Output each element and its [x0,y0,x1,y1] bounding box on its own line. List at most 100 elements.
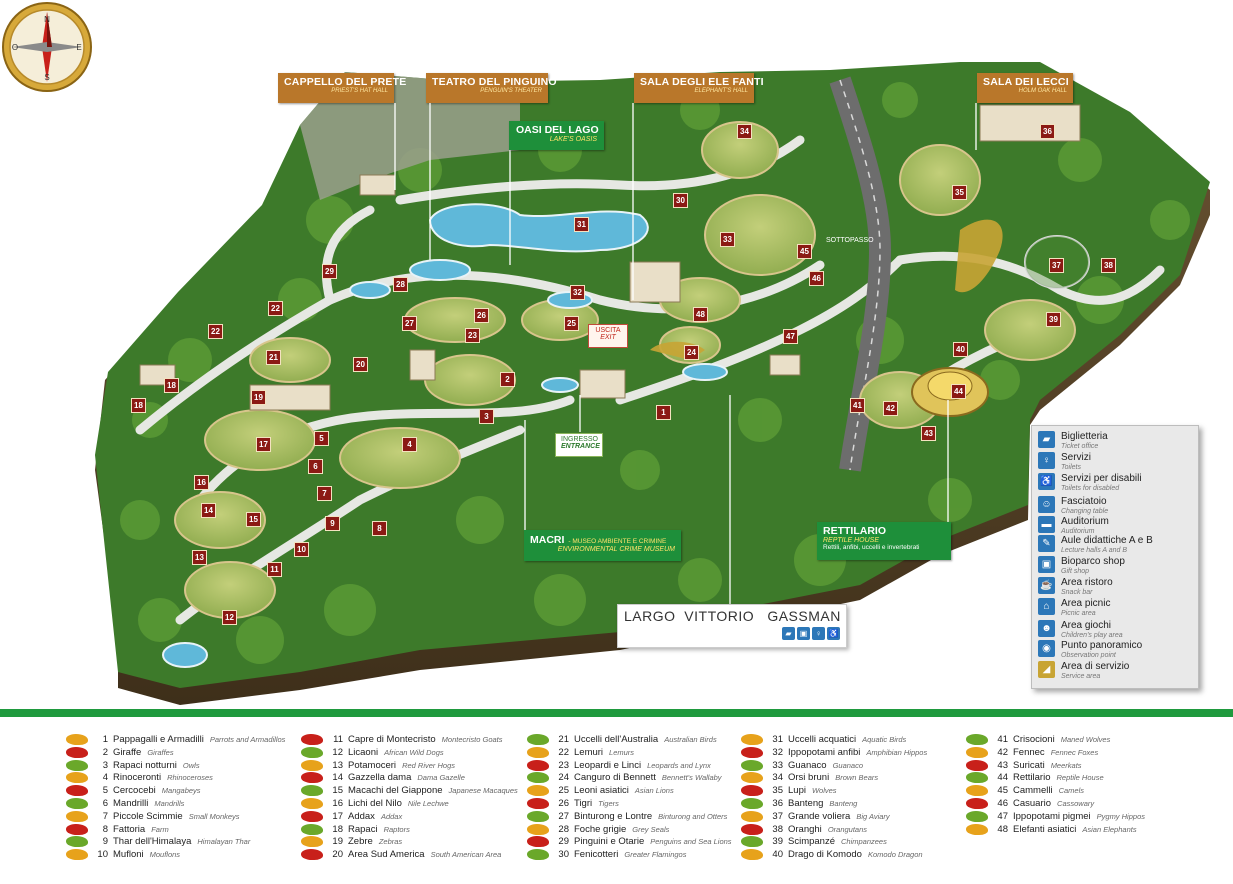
enclosure-number-marker[interactable]: 26 [474,308,489,323]
animal-silhouette-icon [741,798,763,809]
animal-number: 47 [997,810,1008,822]
enclosure-number-marker[interactable]: 10 [294,542,309,557]
animal-number: 23 [558,759,569,771]
enclosure-number-marker[interactable]: 27 [402,316,417,331]
enclosure-number-marker[interactable]: 5 [314,431,329,446]
legend-sublabel: Observation point [1061,652,1116,659]
animal-name-english: Maned Wolves [1060,735,1111,744]
animal-name-english: Big Aviary [856,811,890,821]
enclosure-number-marker[interactable]: 37 [1049,258,1064,273]
enclosure-number-marker[interactable]: 17 [256,437,271,452]
enclosure-number-marker[interactable]: 38 [1101,258,1116,273]
animal-name: Orsi bruni [788,772,830,784]
enclosure-number-marker[interactable]: 18 [164,378,179,393]
animal-number: 22 [558,746,569,758]
exit-title: USCITA [595,327,621,334]
enclosure-number-marker[interactable]: 6 [308,459,323,474]
enclosure-number-marker[interactable]: 43 [921,426,936,441]
enclosure-number-marker[interactable]: 2 [500,372,515,387]
enclosure-number-marker[interactable]: 22 [268,301,283,316]
animal-name-english: Tigers [598,799,619,808]
animal-name: Crisocioni [1013,734,1055,745]
enclosure-number-marker[interactable]: 36 [1040,124,1055,139]
animal-number: 1 [102,734,108,745]
enclosure-number-marker[interactable]: 24 [684,345,699,360]
animal-name-english: Reptile House [1056,773,1104,783]
animal-name: Potamoceri [348,759,397,771]
animal-name: Fenicotteri [574,849,619,861]
enclosure-number-marker[interactable]: 21 [266,350,281,365]
animal-number: 6 [102,798,108,809]
animal-number: 46 [997,798,1008,809]
animal-name-english: Amphibian Hippos [866,747,928,757]
enclosure-number-marker[interactable]: 9 [325,516,340,531]
animal-number: 11 [333,734,343,745]
enclosure-number-marker[interactable]: 35 [952,185,967,200]
enclosure-number-marker[interactable]: 46 [809,271,824,286]
enclosure-number-marker[interactable]: 1 [656,405,671,420]
enclosure-number-marker[interactable]: 47 [783,329,798,344]
enclosure-number-marker[interactable]: 33 [720,232,735,247]
enclosure-number-marker[interactable]: 3 [479,409,494,424]
enclosure-number-marker[interactable]: 29 [322,264,337,279]
enclosure-number-marker[interactable]: 8 [372,521,387,536]
animal-name: Foche grigie [574,823,627,835]
animal-name: Scimpanzé [788,836,835,848]
animal-name-english: Binturong and Otters [658,811,728,821]
enclosure-number-marker[interactable]: 22 [208,324,223,339]
enclosure-number-marker[interactable]: 40 [953,342,968,357]
animal-number: 13 [332,759,343,771]
enclosure-number-marker[interactable]: 25 [564,316,579,331]
legend-sublabel: Ticket office [1061,443,1099,450]
enclosure-number-marker[interactable]: 7 [317,486,332,501]
enclosure-number-marker[interactable]: 41 [850,398,865,413]
enclosure-number-marker[interactable]: 4 [402,437,417,452]
enclosure-number-marker[interactable]: 34 [737,124,752,139]
animal-silhouette-icon [741,772,763,784]
enclosure-number-marker[interactable]: 20 [353,357,368,372]
animal-silhouette-icon [741,746,763,758]
legend-sublabel: Children's play area [1061,632,1123,639]
oasis-title: OASI DEL LAGO [516,124,599,136]
animal-silhouette-icon [301,810,323,822]
animal-silhouette-icon [966,746,988,758]
enclosure-number-marker[interactable]: 11 [267,562,282,577]
enclosure-number-marker[interactable]: 31 [574,217,589,232]
macri-full-name: - MUSEO AMBIENTE E CRIMINE [568,538,667,545]
enclosure-number-marker[interactable]: 28 [393,277,408,292]
enclosure-number-marker[interactable]: 44 [951,384,966,399]
animal-number: 28 [558,823,569,835]
enclosure-number-marker[interactable]: 13 [192,550,207,565]
enclosure-number-marker[interactable]: 18 [131,398,146,413]
enclosure-number-marker[interactable]: 19 [251,390,266,405]
animal-name: Licaoni [348,746,379,758]
wheelchair-icon: ♿ [827,627,840,640]
animal-number: 9 [102,836,108,848]
enclosure-number-marker[interactable]: 32 [570,285,585,300]
animal-number: 45 [997,785,1008,797]
enclosure-number-marker[interactable]: 45 [797,244,812,259]
zoo-map: CAPPELLO DEL PRETE PRIEST'S HAT HALL TEA… [2,2,1210,705]
enclosure-number-marker[interactable]: 30 [673,193,688,208]
enclosure-number-marker[interactable]: 23 [465,328,480,343]
enclosure-number-marker[interactable]: 14 [201,503,216,518]
animal-name-english: Guanaco [832,760,864,770]
enclosure-number-marker[interactable]: 16 [194,475,209,490]
enclosure-number-marker[interactable]: 42 [883,401,898,416]
enclosure-number-marker[interactable]: 39 [1046,312,1061,327]
toilet-icon: ♀ [812,627,825,640]
hall-subtitle: PRIEST'S HAT HALL [331,88,388,94]
legend-label: Area di servizio [1061,661,1130,672]
ticket-icon: ▰ [782,627,795,640]
enclosure-number-marker[interactable]: 15 [246,512,261,527]
enclosure-number-marker[interactable]: 48 [693,307,708,322]
enclosure-number-marker[interactable]: 12 [222,610,237,625]
